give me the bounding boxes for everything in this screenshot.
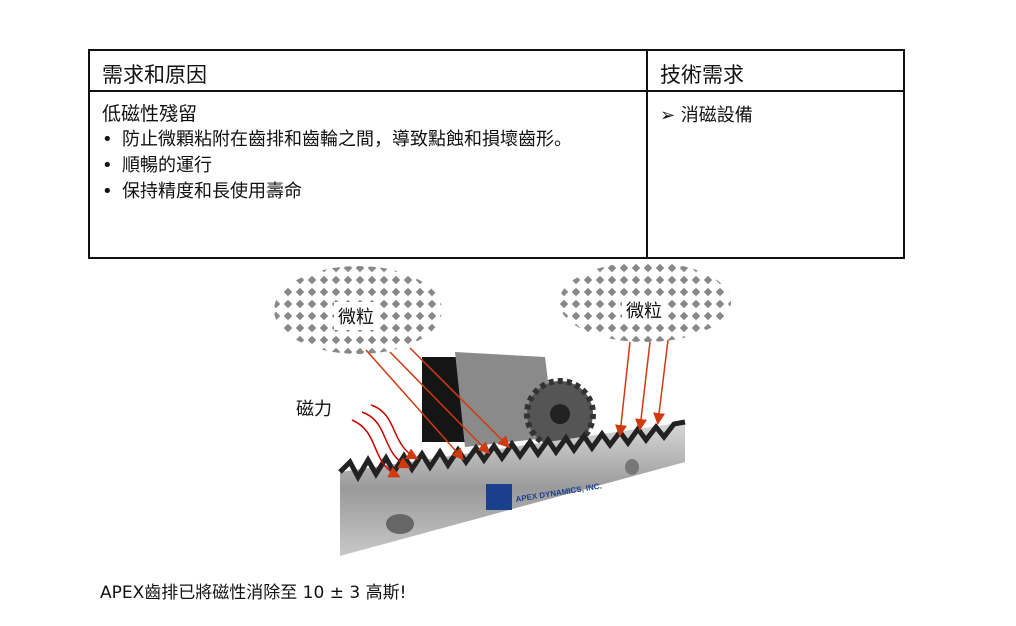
bullet-item: 保持精度和長使用壽命 (102, 179, 622, 205)
requirement-cell: ➢ 消磁設備 (660, 105, 753, 126)
reason-title: 低磁性殘留 (102, 103, 198, 125)
requirements-table: 需求和原因 技術需求 低磁性殘留 防止微顆粘附在齒排和齒輪之間，導致點蝕和損壞齒… (88, 49, 905, 259)
header-reasons: 需求和原因 (102, 63, 207, 87)
rack-illustration: APEX DYNAMICS, INC. 微粒 微粒 磁力 (270, 262, 740, 558)
table-header-row: 需求和原因 技術需求 (90, 51, 903, 92)
footer-note: APEX齒排已將磁性消除至 10 ± 3 高斯! (100, 583, 407, 603)
column-divider (646, 51, 648, 257)
rack-gear-image: APEX DYNAMICS, INC. (274, 262, 731, 556)
apex-logo (486, 484, 512, 510)
particles-label-left: 微粒 (334, 302, 378, 330)
magnetic-field-lines (351, 404, 419, 478)
magnetic-force-label: 磁力 (296, 399, 332, 420)
header-technical: 技術需求 (660, 63, 744, 87)
reasons-cell: 低磁性殘留 防止微顆粘附在齒排和齒輪之間，導致點蝕和損壞齒形。 順暢的運行 保持… (102, 101, 622, 205)
particles-label-right: 微粒 (622, 296, 666, 324)
bullet-item: 順暢的運行 (102, 153, 622, 179)
particle-arrows (365, 339, 669, 461)
bullet-item: 防止微顆粘附在齒排和齒輪之間，導致點蝕和損壞齒形。 (102, 127, 622, 153)
gear-rack (340, 422, 685, 556)
